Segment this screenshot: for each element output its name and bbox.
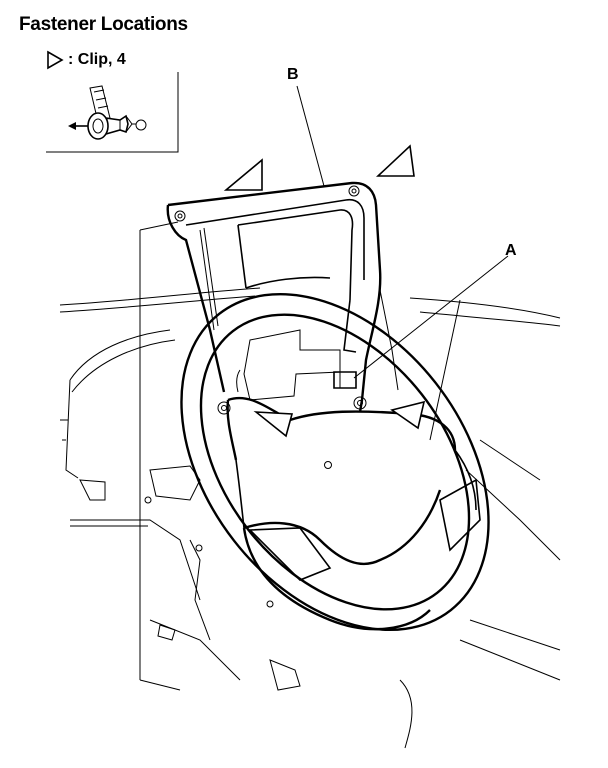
clip-a-bracket (217, 371, 367, 415)
leader-lines (296, 85, 509, 379)
legend: : Clip, 4 (46, 50, 126, 70)
dashboard-outline (59, 221, 561, 749)
clip-marker-4 (390, 400, 426, 430)
clip-detail-inset (46, 72, 179, 153)
clip-marker-2 (375, 144, 415, 177)
callout-label-b: B (287, 66, 299, 83)
clip-location-markers (223, 144, 426, 438)
clip-marker-1 (223, 158, 263, 191)
page-title: Fastener Locations (19, 14, 188, 35)
clip-marker-3 (253, 411, 294, 438)
steering-wheel (144, 292, 490, 632)
column-cover-b (166, 181, 399, 413)
legend-label: : Clip, 4 (68, 51, 126, 68)
triangle-outline-icon (47, 50, 64, 70)
callout-label-a: A (505, 242, 517, 259)
